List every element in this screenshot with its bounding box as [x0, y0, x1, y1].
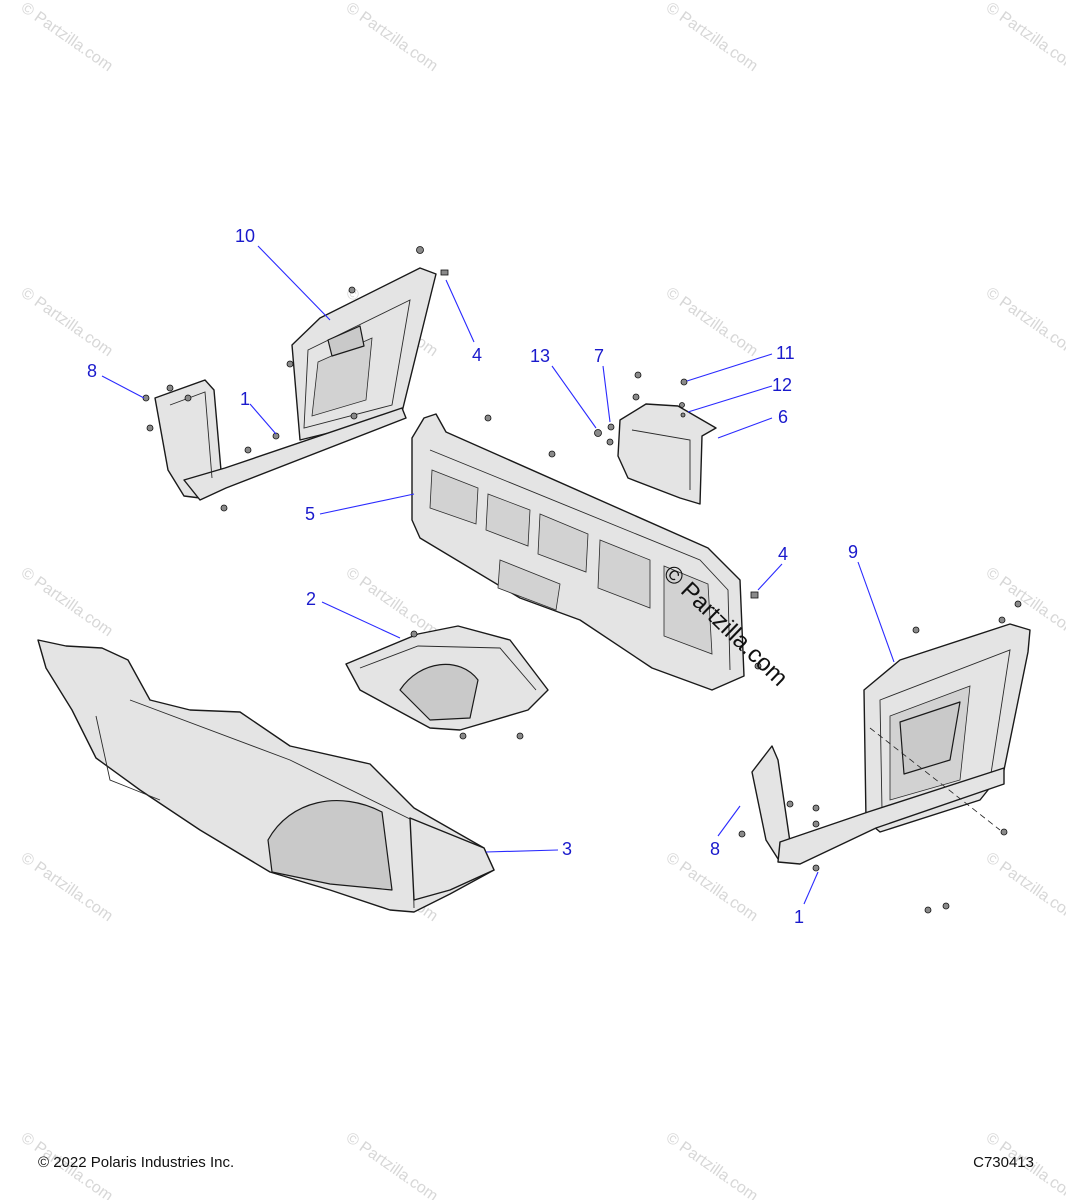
leader-lines: [101, 245, 895, 905]
part-10-left-closeoff-panel: [154, 267, 437, 501]
bolt-icon: [812, 804, 820, 812]
bolt-icon: [632, 393, 640, 401]
callout-13: 13: [530, 346, 550, 366]
washer-icon: [679, 402, 685, 408]
watermark: © Partzilla.com: [983, 284, 1066, 360]
bolt-icon: [416, 246, 424, 254]
watermark: © Partzilla.com: [18, 0, 116, 75]
callout-5: 5: [305, 504, 315, 524]
bolt-icon: [220, 504, 228, 512]
bolt-icon: [754, 662, 762, 670]
bolt-icon: [166, 384, 174, 392]
callout-10: 10: [235, 226, 255, 246]
bolt-icon: [459, 732, 467, 740]
copyright-text: © 2022 Polaris Industries Inc.: [38, 1154, 235, 1171]
watermark: © Partzilla.com: [343, 564, 441, 640]
part-2-floor-cover: [345, 625, 549, 731]
bolt-icon: [1014, 600, 1022, 608]
watermark: © Partzilla.com: [18, 564, 116, 640]
nut-icon: [606, 438, 614, 446]
watermark: © Partzilla.com: [663, 849, 761, 925]
bolt-icon: [348, 286, 356, 294]
part-5-firewall-panel: [411, 413, 745, 691]
bolt-icon: [942, 902, 950, 910]
washer-icon: [594, 429, 602, 437]
watermark: © Partzilla.com: [983, 0, 1066, 75]
bolt-icon: [184, 394, 192, 402]
callout-4-right: 4: [778, 544, 788, 564]
bolt-icon: [912, 626, 920, 634]
bolt-icon: [516, 732, 524, 740]
bolt-icon: [812, 864, 820, 872]
bolt-icon: [484, 414, 492, 422]
watermark: © Partzilla.com: [18, 284, 116, 360]
clip-icon: [440, 269, 449, 276]
bolt-icon: [244, 446, 252, 454]
bolt-icon: [738, 830, 746, 838]
bolt-icon: [786, 800, 794, 808]
bolt-icon: [410, 630, 418, 638]
diagram-code: C730413: [973, 1154, 1034, 1171]
bolt-icon: [146, 424, 154, 432]
fasteners: [142, 246, 1022, 914]
callout-4-left: 4: [472, 345, 482, 365]
callouts: 10 4 8 1 13 7 11 12 6 5 4 9 2 3 8 1: [87, 226, 858, 927]
bolt-icon: [998, 616, 1006, 624]
callout-1-right: 1: [794, 907, 804, 927]
callout-3: 3: [562, 839, 572, 859]
bolt-icon: [812, 820, 820, 828]
callout-6: 6: [778, 407, 788, 427]
bolt-icon: [1000, 828, 1008, 836]
bolt-icon: [272, 432, 280, 440]
nut-icon: [680, 412, 686, 418]
watermark: © Partzilla.com: [18, 849, 116, 925]
callout-7: 7: [594, 346, 604, 366]
bolt-icon: [548, 450, 556, 458]
bolt-icon: [286, 360, 294, 368]
clip-icon: [750, 591, 759, 599]
watermark: © Partzilla.com: [343, 0, 441, 75]
watermark: © Partzilla.com: [663, 284, 761, 360]
part-9-right-closeoff-panel: [751, 623, 1031, 865]
bolt-icon: [350, 412, 358, 420]
bolt-icon: [924, 906, 932, 914]
callout-1-left: 1: [240, 389, 250, 409]
watermark: © Partzilla.com: [663, 1129, 761, 1200]
assembly-line: [869, 727, 1001, 831]
bolt-icon: [680, 378, 688, 386]
callout-12: 12: [772, 375, 792, 395]
watermark: © Partzilla.com: [983, 849, 1066, 925]
watermark: © Partzilla.com: [663, 0, 761, 75]
bolt-icon: [634, 371, 642, 379]
watermark: © Partzilla.com: [343, 1129, 441, 1200]
callout-8-left: 8: [87, 361, 97, 381]
callout-11: 11: [776, 343, 795, 363]
nut-icon: [607, 423, 615, 431]
callout-2: 2: [306, 589, 316, 609]
callout-9: 9: [848, 542, 858, 562]
part-6-heat-shield: [617, 403, 717, 505]
part-3-main-floor: [37, 639, 495, 913]
callout-8-right: 8: [710, 839, 720, 859]
